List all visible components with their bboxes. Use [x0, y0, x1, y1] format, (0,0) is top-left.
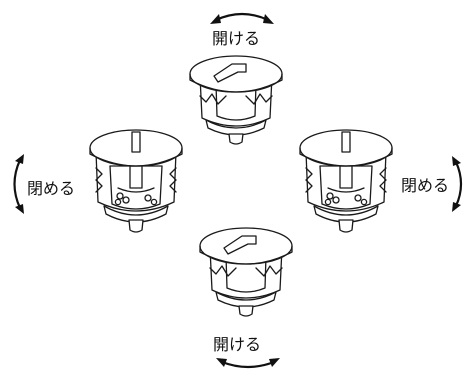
label-open-bottom: 開ける: [213, 335, 262, 354]
cap-open-bottom: [199, 227, 293, 317]
label-close-left: 閉める: [27, 179, 76, 198]
curved-double-arrow-icon: [13, 154, 24, 214]
curved-double-arrow-icon: [452, 156, 463, 212]
cap-closed-right: [299, 129, 393, 233]
cap-closed-left: [89, 129, 183, 233]
curved-double-arrow-icon: [216, 358, 280, 369]
cap-open-top: [189, 55, 283, 145]
label-open-top: 開ける: [212, 29, 261, 48]
label-close-right: 閉める: [401, 176, 450, 195]
curved-double-arrow-icon: [210, 12, 274, 24]
